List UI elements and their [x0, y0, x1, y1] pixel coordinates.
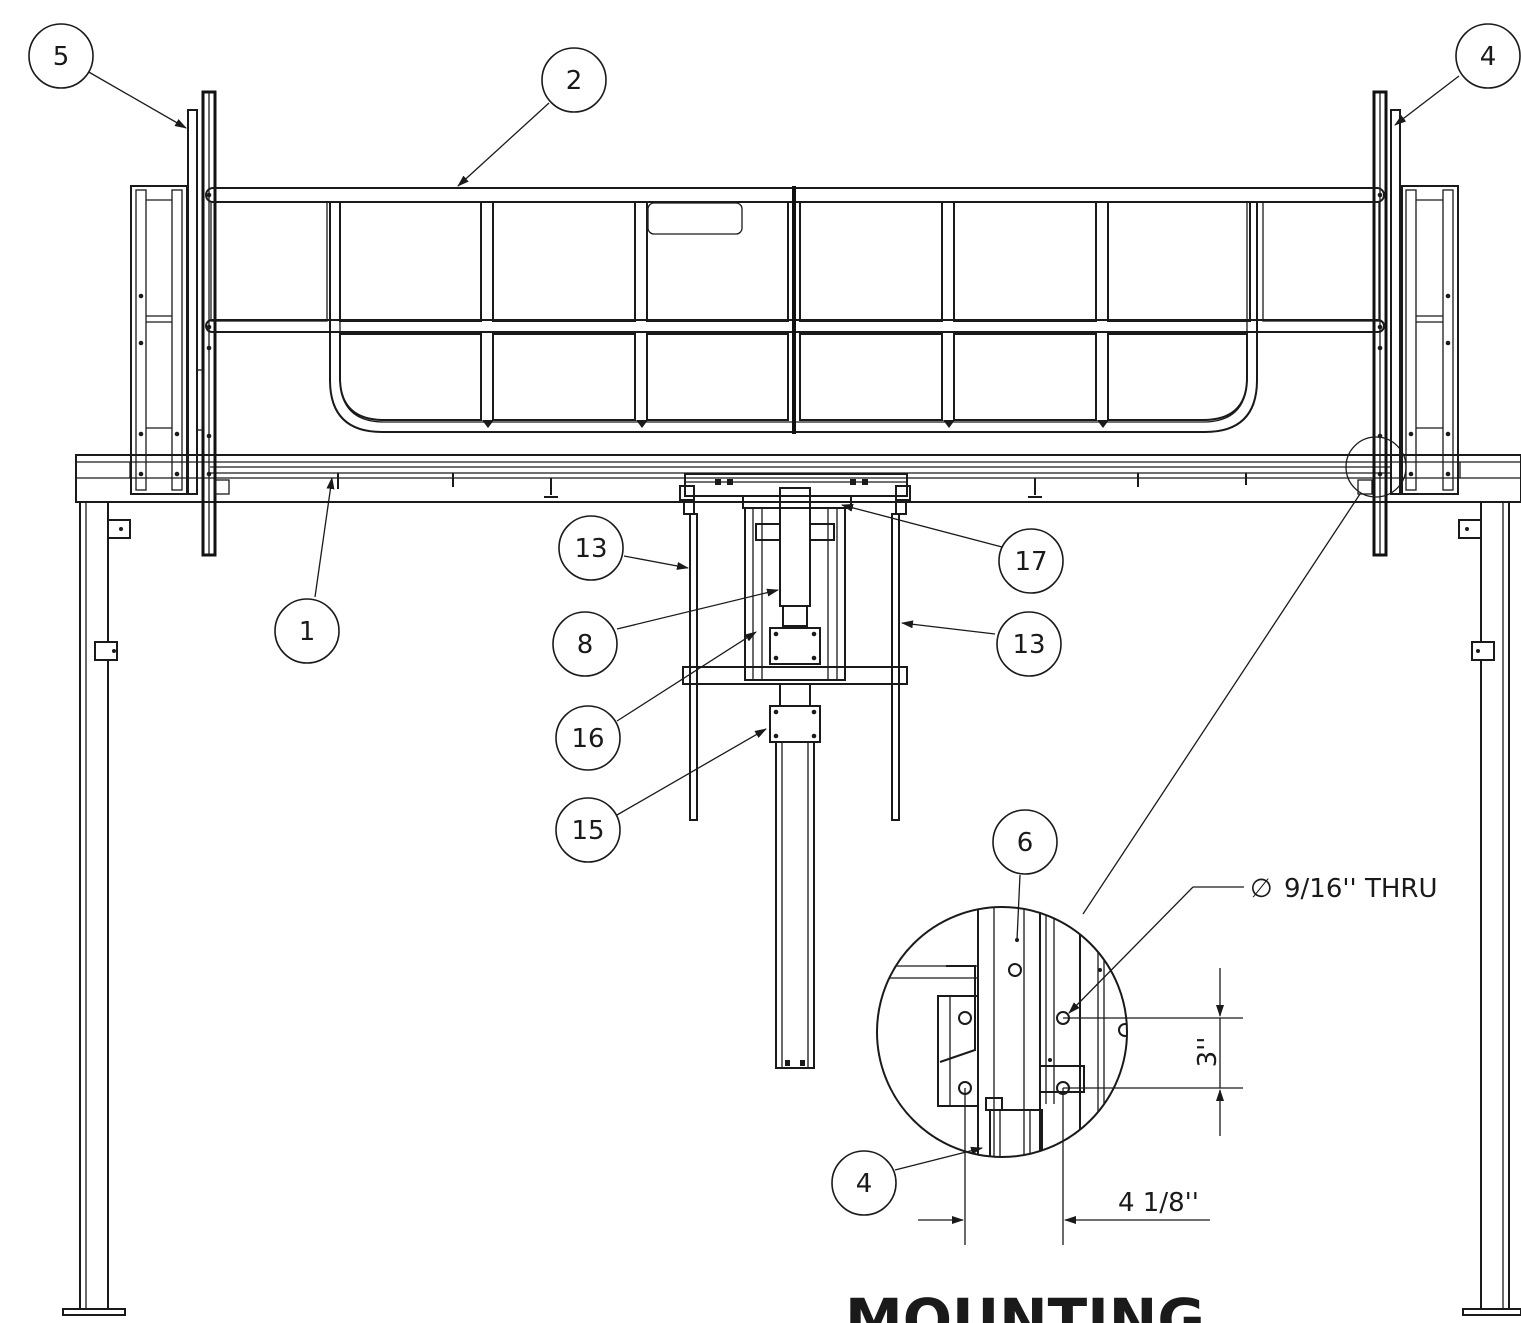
balloon-16-label: 16 [571, 724, 604, 754]
balloon-1: 1 [274, 598, 340, 664]
balloon-1-label: 1 [299, 617, 316, 647]
center-mast [682, 487, 908, 1069]
left-upright [130, 90, 230, 557]
right-upright [1357, 90, 1459, 557]
hole-note-symbol: ∅ [1250, 874, 1273, 904]
balloon-13-left-label: 13 [574, 534, 607, 564]
dim-horizontal: 4 1/8'' [1118, 1188, 1199, 1218]
view-title: MOUNTING [845, 1286, 1205, 1323]
dim-vertical: 3'' [1193, 1037, 1223, 1068]
balloon-leaders [86, 70, 1460, 1171]
balloon-5-label: 5 [53, 42, 70, 72]
balloon-16: 16 [555, 705, 621, 771]
right-post [1458, 501, 1521, 1316]
balloon-4-detail-label: 4 [856, 1169, 873, 1199]
balloon-17: 17 [998, 528, 1064, 594]
balloon-2: 2 [541, 47, 607, 113]
gate-railing [205, 186, 1385, 434]
balloon-13-right: 13 [996, 611, 1062, 677]
balloon-13-left: 13 [558, 515, 624, 581]
balloon-8: 8 [552, 611, 618, 677]
balloon-4-top-label: 4 [1480, 42, 1497, 72]
balloon-17-label: 17 [1014, 547, 1047, 577]
balloon-8-label: 8 [577, 630, 594, 660]
balloon-4-top: 4 [1455, 23, 1521, 89]
balloon-4-detail: 4 [831, 1150, 897, 1216]
balloon-2-label: 2 [566, 66, 583, 96]
balloon-6: 6 [992, 809, 1058, 875]
balloon-5: 5 [28, 23, 94, 89]
detail-view [876, 436, 1407, 1245]
balloon-6-label: 6 [1017, 828, 1034, 858]
hole-note: 9/16'' THRU [1284, 874, 1437, 904]
balloon-15: 15 [555, 797, 621, 863]
left-post [62, 501, 131, 1316]
center-bracket [679, 473, 911, 515]
balloon-15-label: 15 [571, 816, 604, 846]
balloon-13-right-label: 13 [1012, 630, 1045, 660]
main-beam [75, 454, 1521, 503]
